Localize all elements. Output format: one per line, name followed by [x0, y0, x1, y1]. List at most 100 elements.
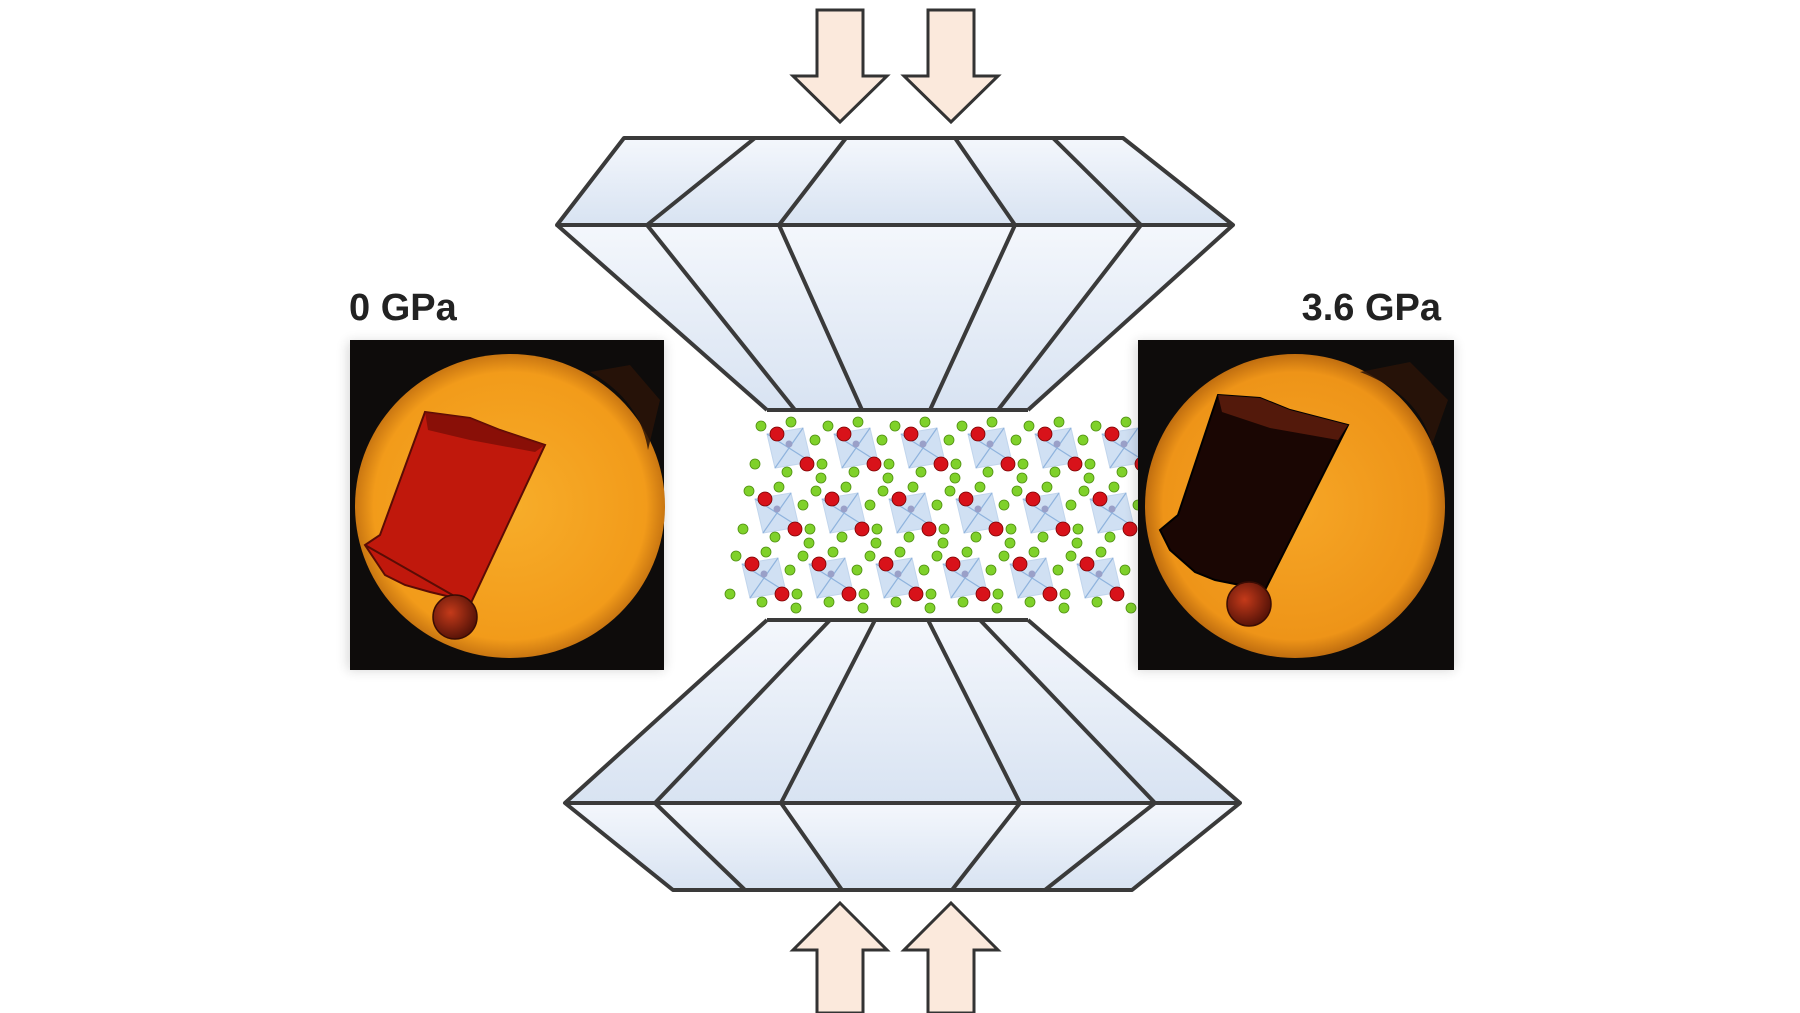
atom-green	[915, 466, 927, 478]
atom-red	[1109, 586, 1125, 602]
atom-grey	[1095, 570, 1103, 578]
atom-red	[836, 426, 852, 442]
atom-red	[854, 521, 870, 537]
atom-red	[787, 521, 803, 537]
atom-red	[933, 456, 949, 472]
atom-green	[1083, 472, 1095, 484]
atom-grey	[961, 570, 969, 578]
atom-green	[1108, 481, 1120, 493]
atom-green	[991, 602, 1003, 614]
atom-grey	[974, 505, 982, 513]
atom-red	[1000, 456, 1016, 472]
atom-green	[1059, 588, 1071, 600]
atom-green	[737, 523, 749, 535]
down-arrow-icon	[900, 8, 1002, 125]
atom-green	[943, 434, 955, 446]
atom-red	[774, 586, 790, 602]
atom-green	[823, 596, 835, 608]
atom-red	[975, 586, 991, 602]
atom-green	[816, 458, 828, 470]
atom-red	[866, 456, 882, 472]
atom-green	[1078, 485, 1090, 497]
atom-red	[903, 426, 919, 442]
atom-grey	[785, 440, 793, 448]
atom-green	[931, 499, 943, 511]
atom-green	[724, 588, 736, 600]
atom-green	[1084, 458, 1096, 470]
atom-red	[757, 491, 773, 507]
atom-green	[907, 481, 919, 493]
atom-green	[924, 602, 936, 614]
atom-green	[858, 588, 870, 600]
atom-green	[781, 466, 793, 478]
atom-green	[957, 596, 969, 608]
atom-green	[769, 531, 781, 543]
atom-red	[921, 521, 937, 537]
top-pressure-arrows	[789, 8, 1002, 125]
atom-green	[903, 531, 915, 543]
atom-green	[890, 596, 902, 608]
atom-green	[1065, 499, 1077, 511]
atom-green	[822, 420, 834, 432]
atom-green	[1090, 420, 1102, 432]
atom-red	[1012, 556, 1028, 572]
atom-green	[956, 420, 968, 432]
atom-green	[1011, 485, 1023, 497]
atom-green	[803, 537, 815, 549]
atom-green	[883, 458, 895, 470]
atom-red	[799, 456, 815, 472]
atom-green	[871, 523, 883, 535]
atom-green	[852, 416, 864, 428]
atom-green	[876, 434, 888, 446]
sample-micrograph-3-6gpa	[1136, 340, 1454, 670]
atom-red	[841, 586, 857, 602]
atom-grey	[907, 505, 915, 513]
atom-red	[769, 426, 785, 442]
atom-red	[1042, 586, 1058, 602]
atom-green	[882, 472, 894, 484]
atom-green	[1125, 602, 1137, 614]
atom-green	[998, 499, 1010, 511]
atom-green	[1037, 531, 1049, 543]
atom-green	[1119, 564, 1131, 576]
bottom-pressure-arrows	[789, 900, 1002, 1013]
atom-green	[982, 466, 994, 478]
atom-green	[797, 499, 809, 511]
up-arrow-icon	[789, 900, 891, 1013]
atom-green	[992, 588, 1004, 600]
atom-red	[811, 556, 827, 572]
atom-red	[1055, 521, 1071, 537]
atom-green	[1065, 550, 1077, 562]
atom-green	[791, 588, 803, 600]
atom-green	[1095, 546, 1107, 558]
atom-grey	[852, 440, 860, 448]
atom-green	[1104, 531, 1116, 543]
ruby-sphere	[1226, 581, 1272, 627]
atom-green	[985, 564, 997, 576]
atom-green	[1005, 523, 1017, 535]
ruby-sphere	[432, 594, 478, 640]
atom-red	[1122, 521, 1138, 537]
atom-grey	[1041, 505, 1049, 513]
atom-green	[1071, 537, 1083, 549]
atom-red	[744, 556, 760, 572]
atom-red	[970, 426, 986, 442]
atom-grey	[1053, 440, 1061, 448]
pressure-label-right: 3.6 GPa	[1301, 287, 1441, 329]
atom-green	[1024, 596, 1036, 608]
atom-green	[970, 531, 982, 543]
atom-red	[878, 556, 894, 572]
atom-grey	[894, 570, 902, 578]
atom-green	[840, 481, 852, 493]
atom-red	[1092, 491, 1108, 507]
atom-green	[931, 550, 943, 562]
atom-green	[756, 596, 768, 608]
atom-red	[1079, 556, 1095, 572]
atom-green	[937, 537, 949, 549]
atom-green	[743, 485, 755, 497]
atom-grey	[1028, 570, 1036, 578]
sample-micrograph-0gpa	[348, 340, 665, 670]
atom-green	[1072, 523, 1084, 535]
atom-green	[889, 420, 901, 432]
